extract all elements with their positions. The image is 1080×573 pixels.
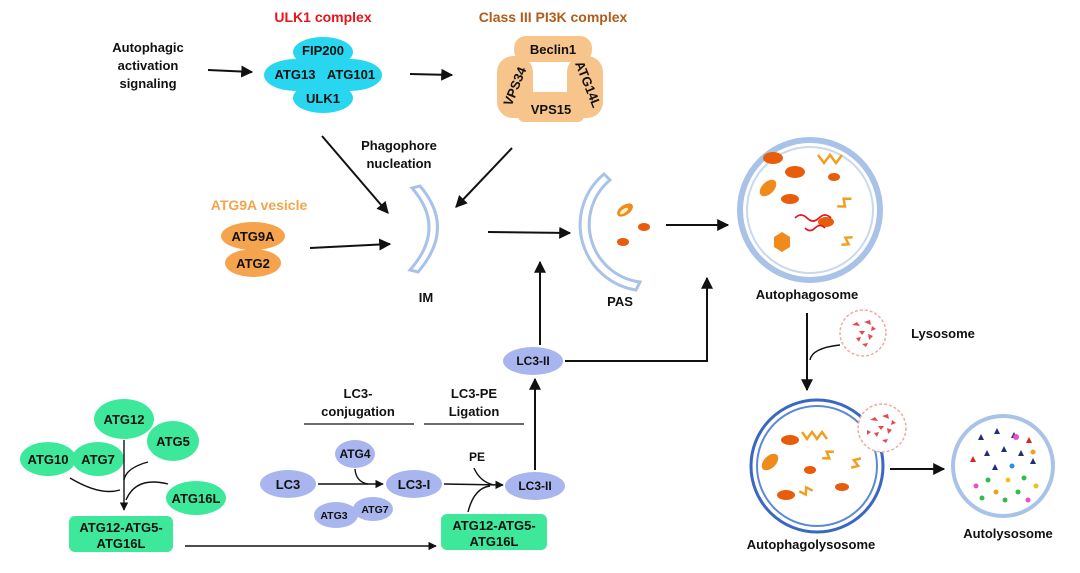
atg7-label: ATG7 — [81, 452, 115, 467]
autophagosome-label: Autophagosome — [756, 287, 859, 302]
lysosome — [839, 309, 887, 357]
atg16l-join-line — [125, 481, 169, 501]
pas-label: PAS — [607, 294, 633, 309]
pe-join-line — [473, 467, 495, 486]
autophagolysosome — [749, 398, 907, 534]
autophagolysosome-label: Autophagolysosome — [747, 537, 876, 552]
arrow-pi3k-to-im — [455, 147, 513, 208]
ulk1-complex: FIP200 ATG13 ATG101 ULK1 — [264, 37, 382, 113]
atg101-label: ATG101 — [327, 67, 375, 82]
autolysosome — [951, 414, 1055, 518]
activation-line1: Autophagic — [112, 40, 184, 55]
nucleation-line2: nucleation — [366, 156, 431, 171]
lc3-label: LC3 — [276, 477, 301, 492]
autolysosome-label: Autolysosome — [963, 526, 1053, 541]
arrow-im-to-pas — [487, 226, 572, 239]
vps15-label: VPS15 — [531, 102, 571, 117]
atg13-label: ATG13 — [275, 67, 316, 82]
atg2-label: ATG2 — [236, 256, 270, 271]
pe-label: PE — [469, 450, 485, 464]
atg16l-label: ATG16L — [172, 491, 221, 506]
lc3-i-label: LC3-I — [398, 477, 431, 492]
lysosome-label: Lysosome — [911, 326, 975, 341]
atg4-label: ATG4 — [339, 447, 370, 461]
lc3-atg7-label: ATG7 — [361, 504, 388, 516]
activation-line2: activation — [118, 58, 179, 73]
atg12-complex-line2: ATG16L — [97, 536, 146, 551]
arrow-atg9a-to-im — [309, 238, 392, 251]
atg9a-label: ATG9A — [231, 229, 275, 244]
atg10-join-line — [69, 477, 121, 493]
lc3-ligation-line2: Ligation — [449, 404, 500, 419]
lc3-complex-line1: ATG12-ATG5- — [452, 518, 535, 533]
lc3-ii-label: LC3-II — [518, 479, 551, 493]
atg5-join-line — [123, 461, 149, 481]
atg9a-title: ATG9A vesicle — [211, 197, 308, 213]
complex-join-line — [467, 485, 491, 513]
atg4-join-line — [354, 468, 369, 485]
autophagosome — [737, 137, 883, 283]
im-membrane — [407, 184, 439, 274]
lc3-conj-line1: LC3- — [344, 386, 373, 401]
atg5-label: ATG5 — [156, 434, 190, 449]
atg12-label: ATG12 — [104, 412, 145, 427]
beclin1-label: Beclin1 — [530, 42, 576, 57]
atg12-complex-line1: ATG12-ATG5- — [79, 520, 162, 535]
lc3-conjugation: LC3 ATG4 LC3-I ATG3 ATG7 PE LC3-II LC3-I… — [260, 347, 565, 550]
atg9a-vesicle: ATG9A ATG2 — [221, 222, 285, 277]
pi3k-complex-title: Class III PI3K complex — [479, 9, 628, 25]
atg3-label: ATG3 — [320, 510, 347, 522]
arrow-lc3i-to-lc3ii — [443, 480, 504, 490]
pi3k-complex: Beclin1 VPS34 ATG14L VPS15 — [497, 36, 604, 122]
lysosome-merge-line — [809, 344, 841, 361]
atg12-conjugation: ATG12 ATG5 ATG10 ATG7 ATG16L ATG12-ATG5-… — [20, 399, 226, 552]
lc3-complex-line2: ATG16L — [470, 534, 519, 549]
atg10-label: ATG10 — [28, 452, 69, 467]
arrow-lc3ii-to-autophagosome — [565, 276, 713, 362]
arrow-ulk1-to-pi3k — [409, 68, 454, 81]
lc3-ii-top-label: LC3-II — [516, 354, 549, 368]
im-label: IM — [419, 290, 433, 305]
nucleation-line1: Phagophore — [361, 138, 437, 153]
activation-line3: signaling — [119, 76, 176, 91]
ulk1-complex-title: ULK1 complex — [274, 9, 371, 25]
lc3-conj-line2: conjugation — [321, 404, 395, 419]
fip200-label: FIP200 — [302, 43, 344, 58]
pas-membrane — [578, 171, 650, 292]
arrow-ulk1-to-im — [321, 135, 389, 214]
ulk1-label: ULK1 — [306, 91, 340, 106]
lc3-ligation-line1: LC3-PE — [451, 386, 498, 401]
arrow-activation-to-ulk1 — [207, 65, 254, 78]
